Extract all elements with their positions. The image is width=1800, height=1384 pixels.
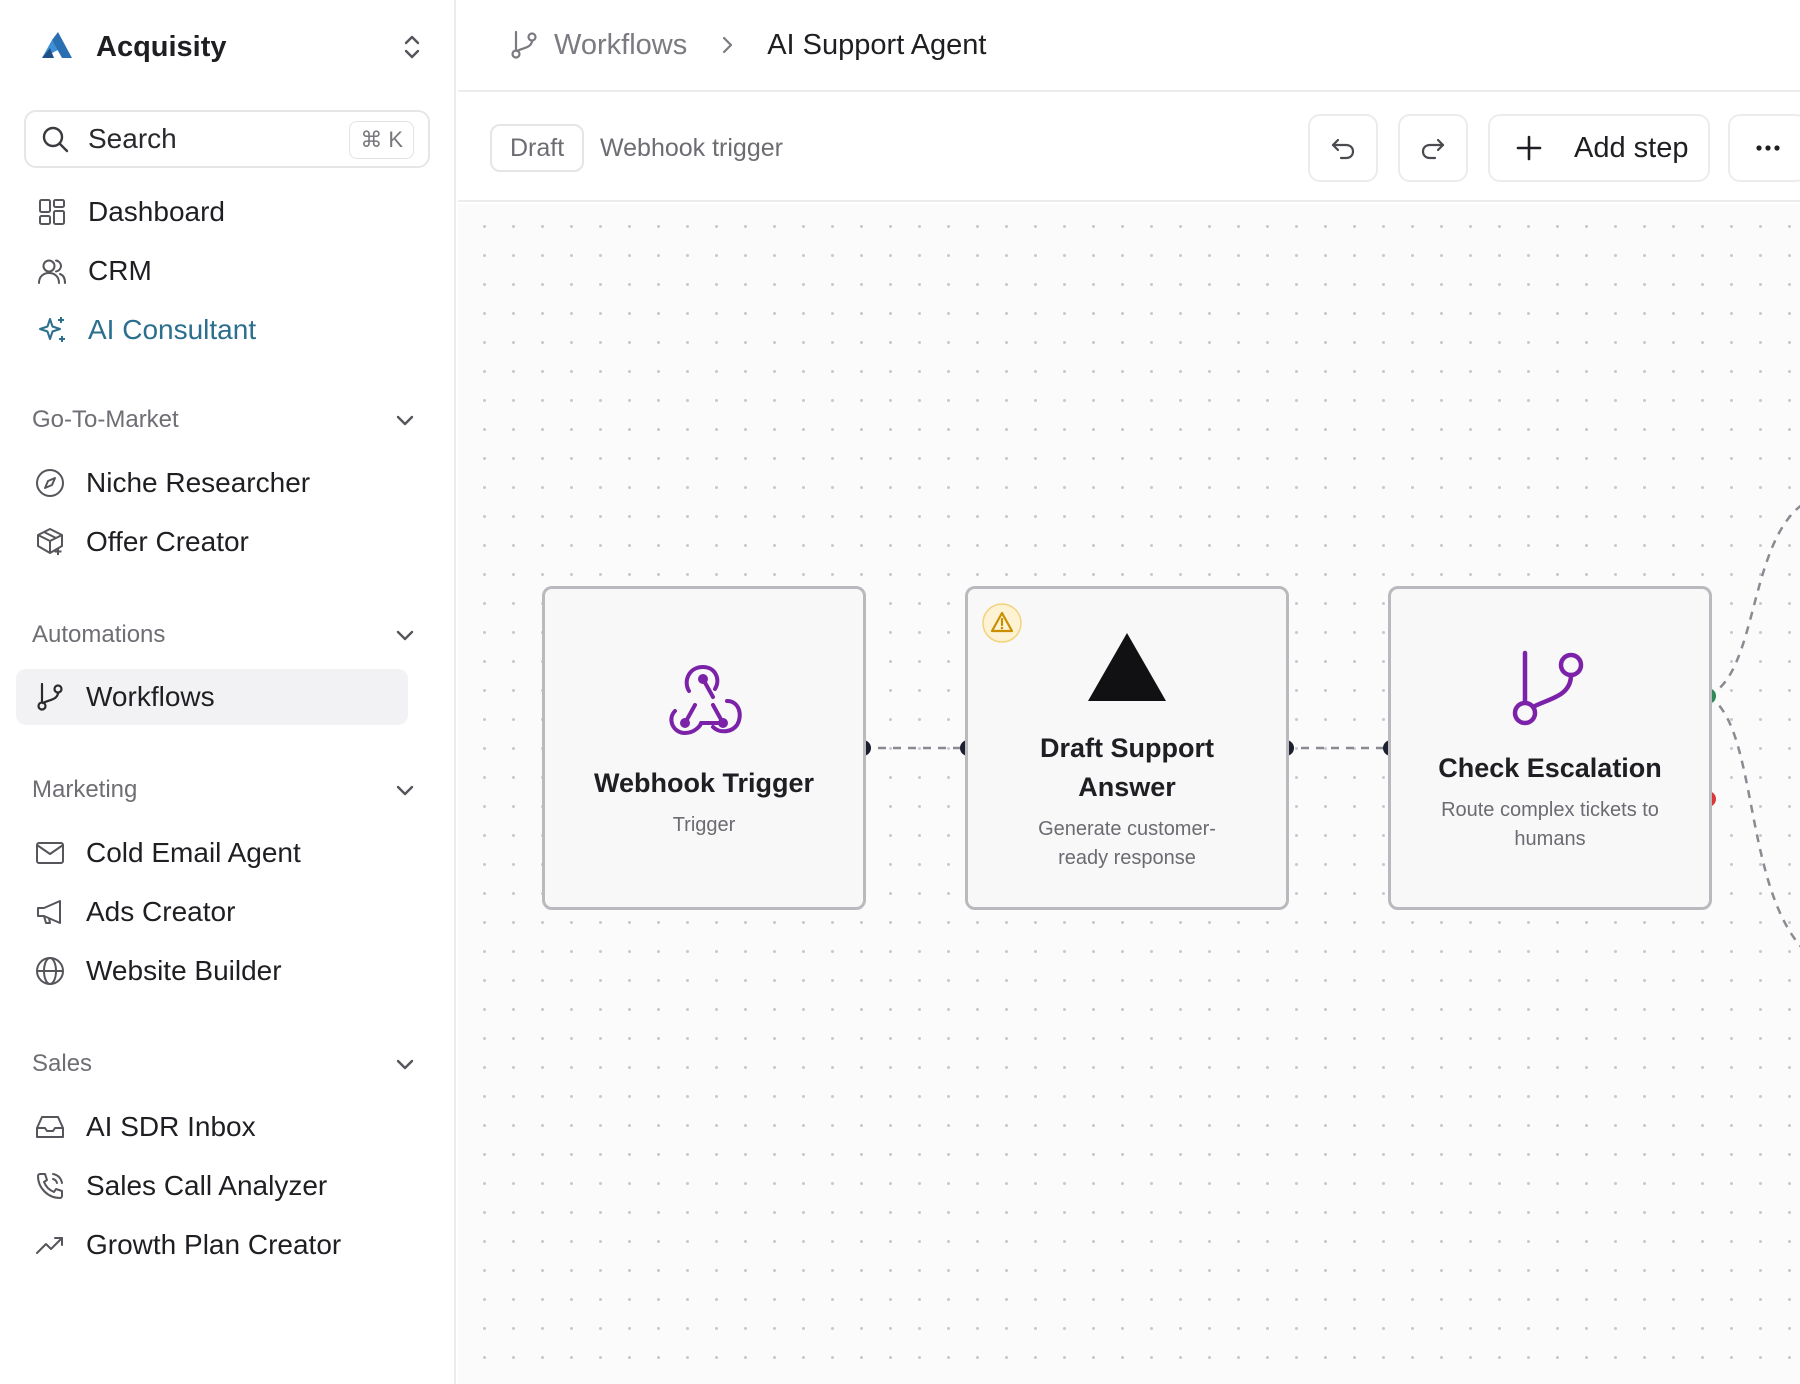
edge-branch-true bbox=[1707, 504, 1800, 698]
node-text: Draft Support Answer Generate customer-r… bbox=[968, 729, 1286, 873]
redo-icon bbox=[1421, 138, 1445, 160]
section-label: Go-To-Market bbox=[32, 406, 179, 433]
sidebar-item-offer-creator[interactable]: Offer Creator bbox=[16, 514, 408, 570]
workflow-node-draft-support-answer[interactable]: Draft Support Answer Generate customer-r… bbox=[965, 586, 1289, 910]
search-input[interactable]: Search ⌘ K bbox=[24, 110, 430, 168]
workspace-name: Acquisity bbox=[96, 30, 227, 63]
search-shortcut: ⌘ K bbox=[349, 121, 414, 159]
sidebar-item-ai-consultant[interactable]: AI Consultant bbox=[16, 302, 408, 358]
chevrons-up-down-icon bbox=[404, 35, 420, 59]
git-branch-icon bbox=[1512, 650, 1584, 726]
workflow-toolbar: Draft Webhook trigger Add step bbox=[458, 94, 1800, 202]
workspace-switcher[interactable]: Acquisity bbox=[36, 24, 426, 70]
undo-button[interactable] bbox=[1308, 114, 1378, 182]
triangle-icon bbox=[1088, 633, 1166, 701]
sidebar-item-dashboard[interactable]: Dashboard bbox=[16, 184, 408, 240]
globe-icon bbox=[36, 957, 64, 985]
inbox-icon bbox=[36, 1116, 64, 1138]
git-branch-icon bbox=[511, 30, 537, 59]
git-branch-icon bbox=[37, 682, 63, 711]
users-icon bbox=[38, 259, 66, 284]
add-step-label: Add step bbox=[1574, 131, 1689, 164]
section-label: Marketing bbox=[32, 776, 138, 803]
compass-icon bbox=[36, 469, 64, 497]
sparkles-icon bbox=[39, 317, 65, 342]
section-label: Automations bbox=[32, 621, 166, 648]
workflow-node-webhook-trigger[interactable]: Webhook Trigger Trigger bbox=[542, 586, 866, 910]
sidebar-item-label: Niche Researcher bbox=[86, 467, 311, 498]
sidebar-item-crm[interactable]: CRM bbox=[16, 243, 408, 299]
chevron-down-icon bbox=[396, 630, 414, 641]
sidebar: Acquisity Search ⌘ K Dashboard CRM bbox=[0, 0, 456, 1384]
shortcut-key: K bbox=[388, 127, 403, 152]
search-icon bbox=[42, 126, 69, 153]
redo-button[interactable] bbox=[1398, 114, 1468, 182]
sidebar-item-label: Cold Email Agent bbox=[86, 837, 301, 868]
sidebar-item-label: Website Builder bbox=[86, 955, 282, 986]
warning-icon bbox=[982, 603, 1022, 643]
sidebar-item-label: Sales Call Analyzer bbox=[86, 1170, 328, 1201]
more-options-button[interactable] bbox=[1728, 114, 1800, 182]
status-badge: Draft bbox=[490, 124, 585, 172]
sidebar-item-label: Ads Creator bbox=[86, 896, 236, 927]
section-go-to-market[interactable]: Go-To-Market bbox=[32, 400, 418, 440]
workflow-canvas[interactable]: Webhook Trigger Trigger Draft Support An… bbox=[458, 204, 1800, 1384]
workflow-node-check-escalation[interactable]: Check Escalation Route complex tickets t… bbox=[1388, 586, 1712, 910]
package-icon bbox=[37, 528, 63, 555]
sidebar-item-sales-call-analyzer[interactable]: Sales Call Analyzer bbox=[16, 1158, 408, 1214]
section-sales[interactable]: Sales bbox=[32, 1044, 418, 1084]
more-horizontal-icon bbox=[1756, 145, 1780, 151]
undo-icon bbox=[1331, 138, 1355, 160]
sidebar-item-label: Dashboard bbox=[88, 196, 225, 227]
sidebar-item-label: Workflows bbox=[86, 681, 215, 712]
section-label: Sales bbox=[32, 1050, 93, 1077]
node-subtitle: Route complex tickets to humans bbox=[1441, 799, 1659, 850]
node-text: Check Escalation Route complex tickets t… bbox=[1391, 749, 1709, 854]
trending-up-icon bbox=[36, 1237, 63, 1254]
chevron-down-icon bbox=[396, 785, 414, 796]
sidebar-item-label: Growth Plan Creator bbox=[86, 1229, 342, 1260]
chevron-down-icon bbox=[396, 1059, 414, 1070]
node-subtitle: Generate customer-ready response bbox=[1038, 818, 1216, 869]
section-automations[interactable]: Automations bbox=[32, 615, 418, 655]
breadcrumb-workflows-link[interactable]: Workflows bbox=[554, 28, 688, 61]
sidebar-item-niche-researcher[interactable]: Niche Researcher bbox=[16, 455, 408, 511]
breadcrumb: Workflows AI Support Agent bbox=[458, 0, 1800, 92]
trigger-type-label: Webhook trigger bbox=[600, 134, 783, 162]
sidebar-item-growth-plan-creator[interactable]: Growth Plan Creator bbox=[16, 1217, 408, 1273]
edge-branch-false bbox=[1707, 694, 1800, 948]
add-step-button[interactable]: Add step bbox=[1488, 114, 1710, 182]
section-marketing[interactable]: Marketing bbox=[32, 770, 418, 810]
sidebar-item-ai-sdr-inbox[interactable]: AI SDR Inbox bbox=[16, 1099, 408, 1155]
plus-icon bbox=[1516, 135, 1542, 161]
search-placeholder: Search bbox=[88, 123, 177, 154]
webhook-icon bbox=[669, 665, 742, 735]
sidebar-item-ads-creator[interactable]: Ads Creator bbox=[16, 884, 408, 940]
sidebar-item-cold-email-agent[interactable]: Cold Email Agent bbox=[16, 825, 408, 881]
dashboard-icon bbox=[39, 199, 65, 225]
node-title: Draft Support Answer bbox=[1040, 733, 1214, 802]
sidebar-item-label: CRM bbox=[88, 255, 152, 286]
sidebar-item-label: AI SDR Inbox bbox=[86, 1111, 256, 1142]
sidebar-item-website-builder[interactable]: Website Builder bbox=[16, 943, 408, 999]
chevron-right-icon bbox=[723, 36, 733, 54]
main-panel: Workflows AI Support Agent Draft Webhook… bbox=[458, 0, 1800, 1384]
breadcrumb-current: AI Support Agent bbox=[767, 28, 987, 61]
chevron-down-icon bbox=[396, 415, 414, 426]
node-title: Check Escalation bbox=[1438, 753, 1662, 783]
acquisity-logo-icon bbox=[42, 32, 72, 58]
phone-call-icon bbox=[37, 1173, 63, 1199]
node-title: Webhook Trigger bbox=[593, 768, 815, 798]
megaphone-icon bbox=[37, 900, 61, 924]
mail-icon bbox=[36, 842, 64, 864]
command-key-glyph: ⌘ bbox=[360, 127, 383, 152]
sidebar-item-label: Offer Creator bbox=[86, 526, 249, 557]
node-subtitle: Trigger bbox=[672, 814, 736, 836]
sidebar-item-workflows[interactable]: Workflows bbox=[16, 669, 408, 725]
sidebar-item-label: AI Consultant bbox=[88, 314, 257, 345]
node-text: Webhook Trigger Trigger bbox=[545, 764, 863, 840]
